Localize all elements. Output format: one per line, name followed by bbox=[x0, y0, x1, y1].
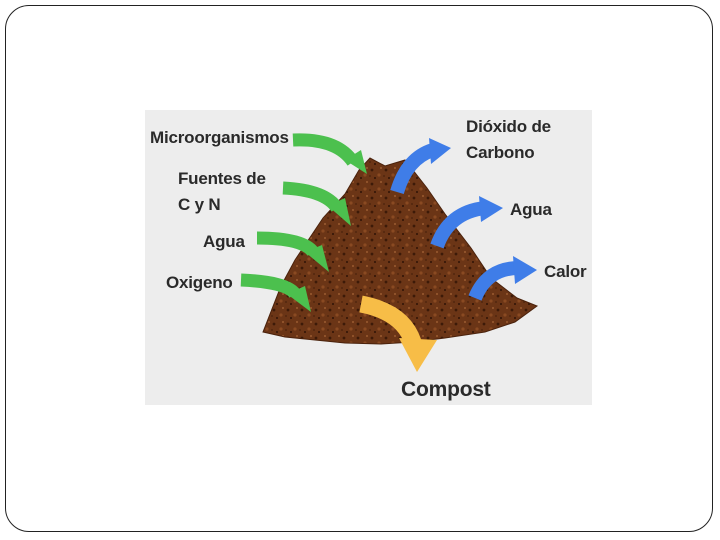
input-label-microorganismos: Microorganismos bbox=[150, 126, 289, 149]
input-label-cyn: C y N bbox=[178, 193, 220, 216]
input-label-oxigeno: Oxigeno bbox=[166, 271, 233, 294]
input-label-fuentes: Fuentes de bbox=[178, 167, 266, 190]
output-arrow bbox=[437, 196, 503, 246]
input-label-agua: Agua bbox=[203, 230, 245, 253]
product-label-compost: Compost bbox=[401, 378, 491, 401]
output-label-dioxido: Dióxido de bbox=[466, 115, 551, 138]
input-arrow bbox=[293, 140, 367, 174]
compost-diagram: Microorganismos Fuentes de C y N Agua Ox… bbox=[145, 110, 592, 405]
output-label-agua: Agua bbox=[510, 198, 552, 221]
output-label-calor: Calor bbox=[544, 260, 586, 283]
output-label-carbono: Carbono bbox=[466, 141, 534, 164]
